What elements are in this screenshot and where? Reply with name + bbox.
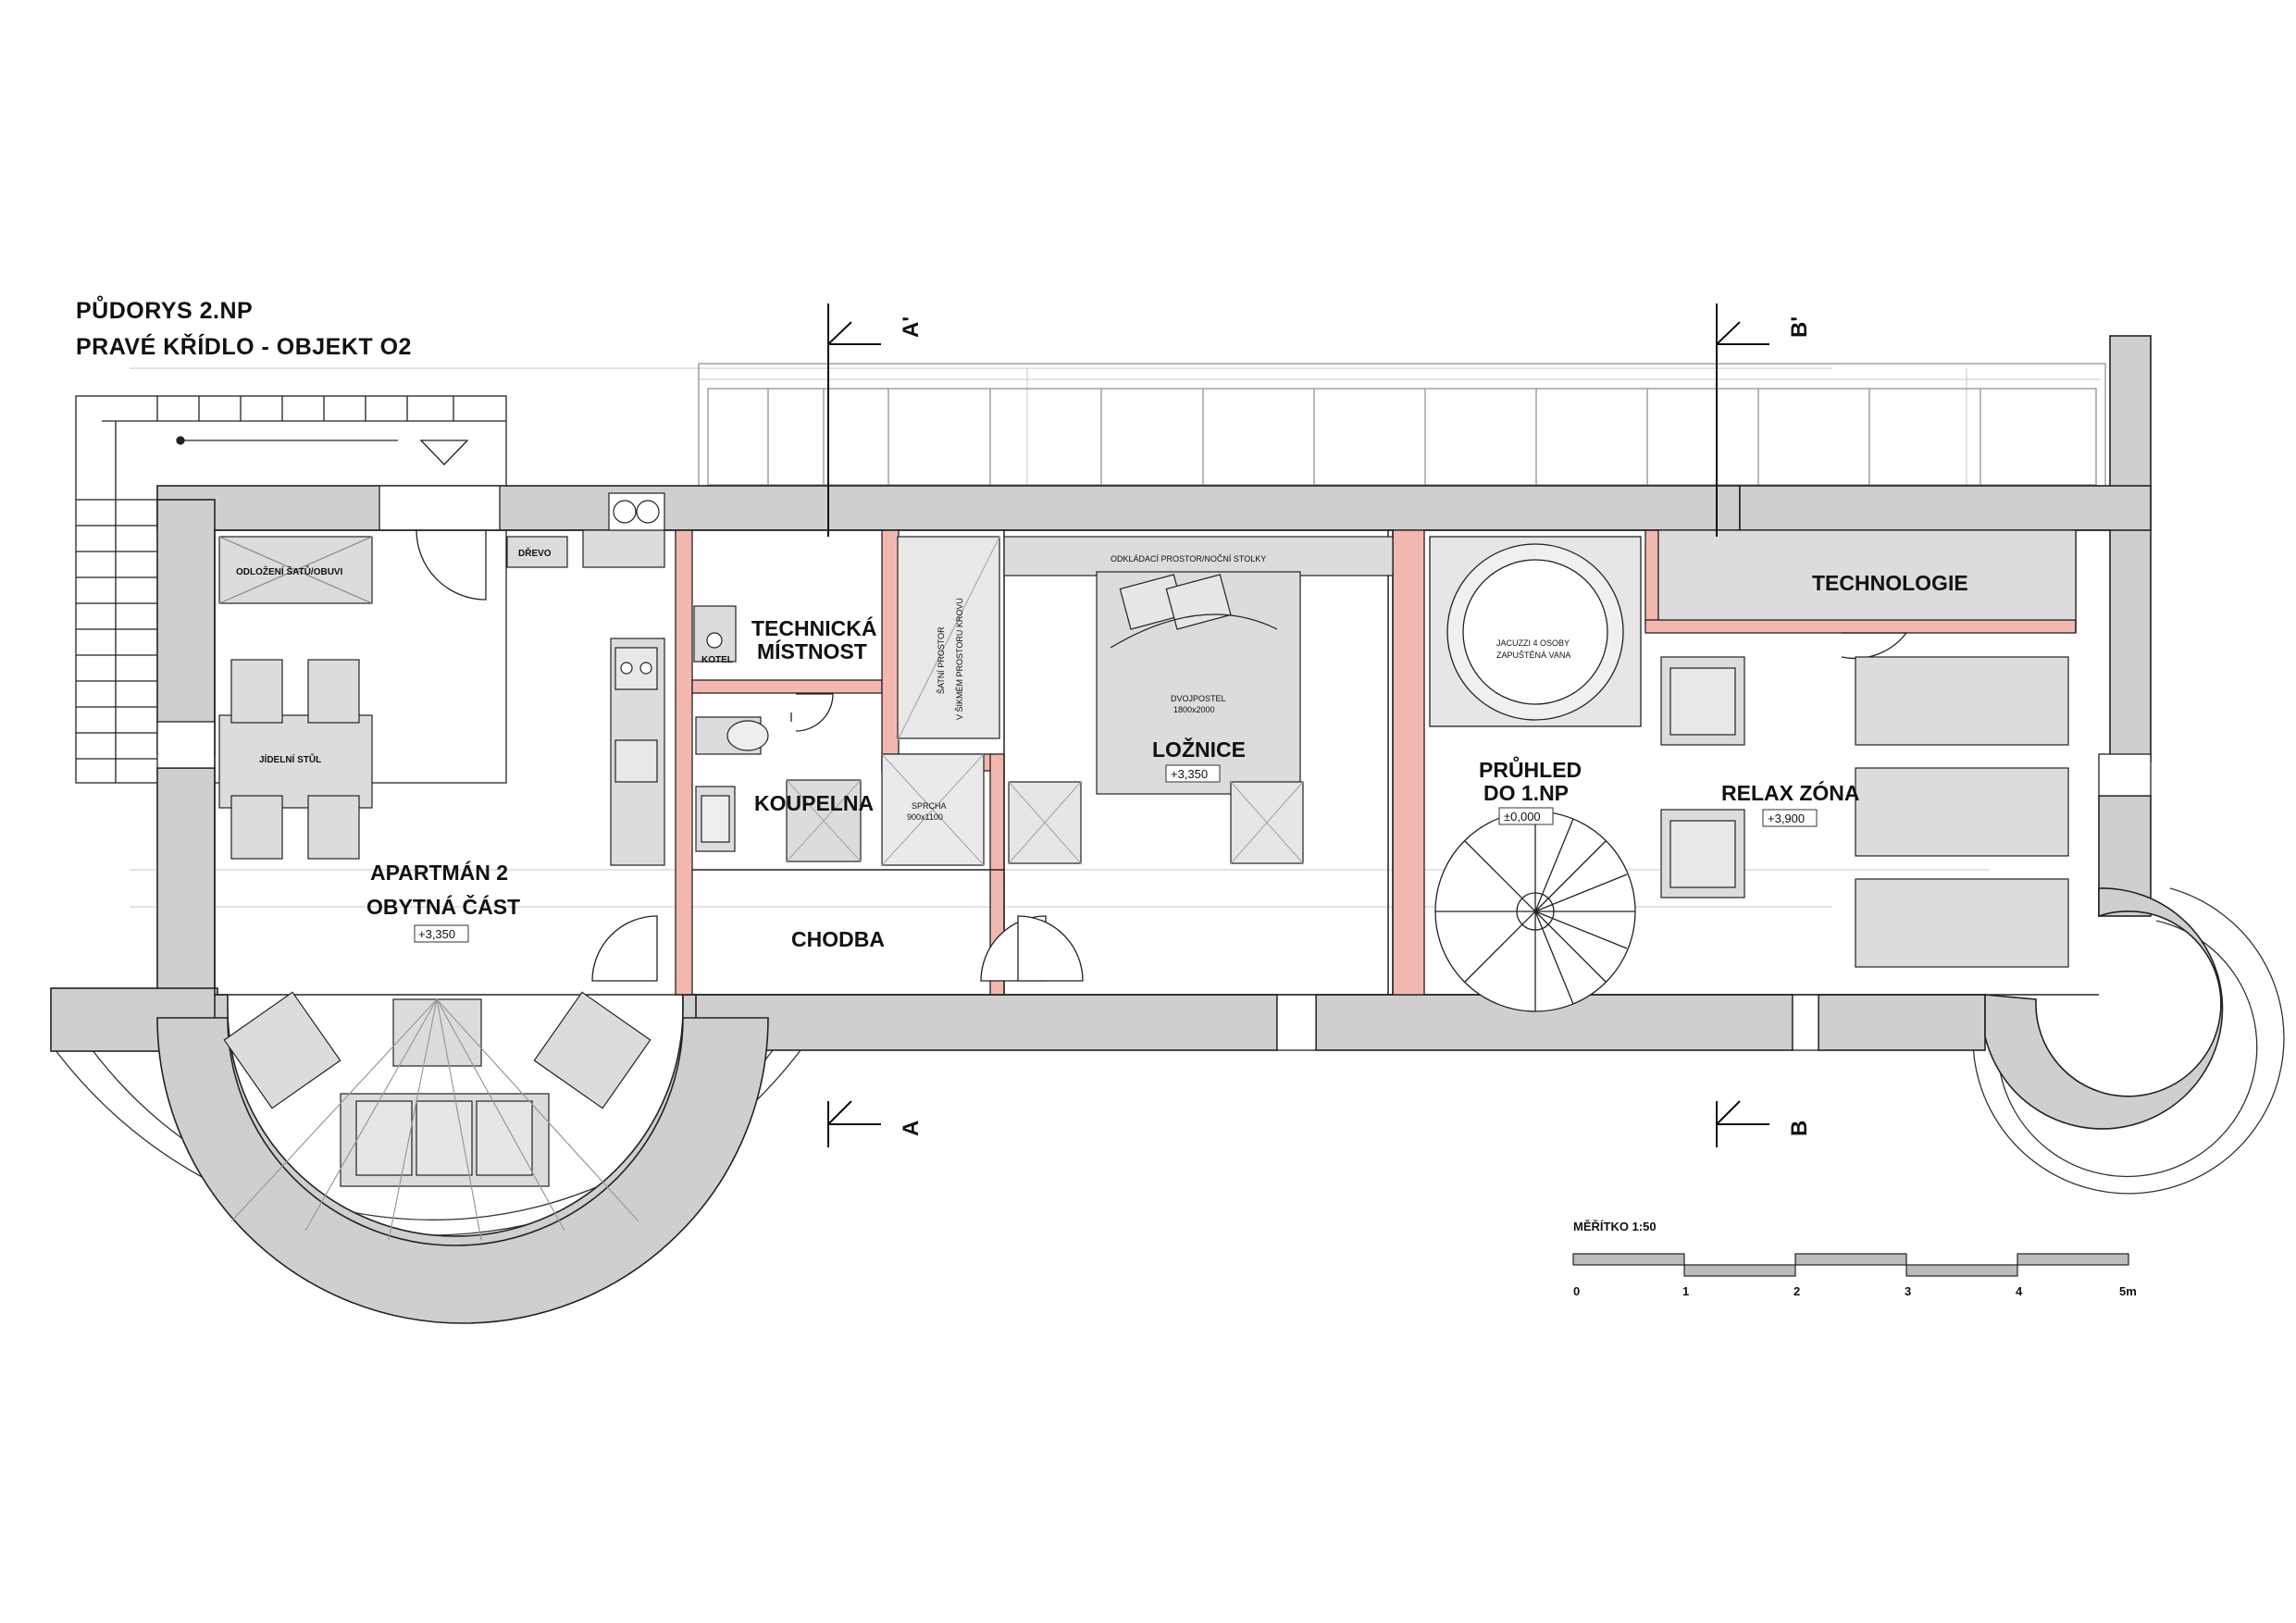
section-a-bottom-label: A bbox=[899, 1121, 924, 1136]
jacuzzi-label-1: JACUZZI 4 OSOBY bbox=[1496, 638, 1570, 648]
exterior-walls bbox=[50, 335, 2224, 1324]
relax-furniture bbox=[1657, 529, 2077, 968]
scale-tick-3: 3 bbox=[1905, 1284, 1911, 1298]
apartment-level: +3,350 bbox=[418, 927, 455, 941]
section-b-top-label: B' bbox=[1787, 316, 1812, 338]
scale-bar-title: MĚŘÍTKO 1:50 bbox=[1573, 1220, 1657, 1233]
technology-label: TECHNOLOGIE bbox=[1812, 571, 1968, 595]
section-lines bbox=[827, 304, 1769, 1147]
bathroom-label: KOUPELNA bbox=[754, 791, 874, 815]
jacuzzi-label-2: ZAPUŠTĚNÁ VANA bbox=[1496, 650, 1570, 660]
dining-set bbox=[218, 536, 568, 860]
wood-label: DŘEVO bbox=[518, 547, 552, 559]
attic-label-2: V ŠIKMÉM PROSTORU KROVU bbox=[955, 598, 964, 720]
bedroom-label: LOŽNICE bbox=[1152, 737, 1246, 762]
drawing-subtitle: PRAVÉ KŘÍDLO - OBJEKT O2 bbox=[76, 334, 412, 360]
view-label-1: PRŮHLED bbox=[1479, 755, 1582, 782]
scale-tick-5: 5m bbox=[2119, 1284, 2137, 1298]
scale-tick-4: 4 bbox=[2016, 1284, 2023, 1298]
window-openings bbox=[156, 485, 2152, 1051]
apartment-label-1: APARTMÁN 2 bbox=[370, 860, 508, 885]
jacuzzi-and-spiral-stair bbox=[1429, 536, 1642, 1012]
kitchen-counter bbox=[582, 492, 665, 866]
doors bbox=[416, 529, 1908, 982]
technical-room-label-2: MÍSTNOST bbox=[757, 638, 867, 663]
scale-bar bbox=[1572, 1253, 2129, 1277]
dining-label: JÍDELNÍ STŮL bbox=[259, 752, 321, 765]
section-a-top-label: A' bbox=[899, 316, 924, 338]
attic-label-1: ŠATNÍ PROSTOR bbox=[937, 626, 946, 694]
bedroom-furniture bbox=[1003, 536, 1394, 864]
bed-label-2: 1800x2000 bbox=[1173, 705, 1215, 714]
bedroom-level: +3,350 bbox=[1171, 767, 1208, 781]
bathroom-fixtures bbox=[693, 536, 1000, 866]
roof-outline bbox=[698, 363, 2106, 494]
scale-tick-2: 2 bbox=[1793, 1284, 1800, 1298]
storage-label: ODKLÁDACÍ PROSTOR/NOČNÍ STOLKY bbox=[1111, 554, 1266, 564]
apartment-label-2: OBYTNÁ ČÁST bbox=[366, 894, 520, 919]
living-furniture bbox=[223, 991, 652, 1241]
scale-tick-1: 1 bbox=[1682, 1284, 1689, 1298]
technical-room-label-1: TECHNICKÁ bbox=[751, 615, 876, 640]
wardrobe-label: ODLOŽENÍ ŠATŮ/OBUVI bbox=[236, 564, 343, 577]
section-b-bottom-label: B bbox=[1787, 1121, 1812, 1136]
shower-label-1: SPRCHA bbox=[912, 801, 947, 811]
boiler-label: KOTEL bbox=[701, 655, 733, 665]
relax-label: RELAX ZÓNA bbox=[1721, 780, 1860, 805]
drawing-title: PŮDORYS 2.NP bbox=[76, 298, 254, 324]
scale-tick-0: 0 bbox=[1573, 1284, 1580, 1298]
shower-label-2: 900x1100 bbox=[907, 812, 943, 822]
view-label-2: DO 1.NP bbox=[1483, 781, 1569, 805]
view-level: ±0,000 bbox=[1504, 810, 1541, 824]
corridor-label: CHODBA bbox=[791, 927, 885, 951]
relax-level: +3,900 bbox=[1768, 812, 1805, 825]
bed-label-1: DVOJPOSTEL bbox=[1171, 694, 1226, 703]
